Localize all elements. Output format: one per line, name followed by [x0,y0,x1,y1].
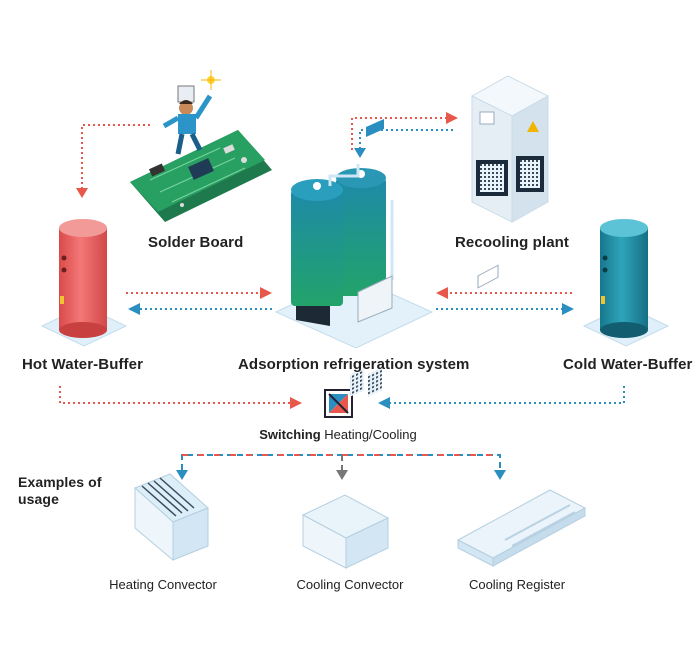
switch-icon [324,389,353,418]
solder-to-hot-arrow [81,124,150,188]
switching-label: Switching Heating/Cooling [259,427,417,442]
hot-to-switch-arrow [59,386,292,404]
adsorption-system-label: Adsorption refrigeration system [238,356,470,373]
cold-water-buffer-illustration [582,219,670,347]
recool-out-arrow [351,117,448,150]
recooling-plant-label: Recooling plant [455,234,569,251]
distribution-arrows [181,454,501,470]
adsorption-system-illustration [274,119,434,349]
solder-board-label: Solder Board [148,234,244,251]
cold-water-buffer-label: Cold Water-Buffer [563,356,693,373]
recooling-plant-illustration [470,75,550,223]
arrowheads [76,112,574,480]
cooling-convector-label: Cooling Convector [296,577,404,592]
cooling-convector-illustration [301,367,390,569]
cold-to-switch-arrow [388,386,625,404]
recool-return-arrow [359,129,453,148]
heating-convector-label: Heating Convector [109,577,217,592]
cooling-register-label: Cooling Register [468,577,566,592]
cooling-register-illustration [456,264,587,567]
usage-title-line2: usage [18,491,59,507]
hot-water-buffer-illustration [40,219,128,347]
heating-convector-illustration [134,473,209,562]
usage-title-line1: Examples of [18,474,102,490]
solder-board-illustration [130,70,272,222]
flow-arrows [59,117,625,404]
hot-water-buffer-label: Hot Water-Buffer [22,356,144,373]
